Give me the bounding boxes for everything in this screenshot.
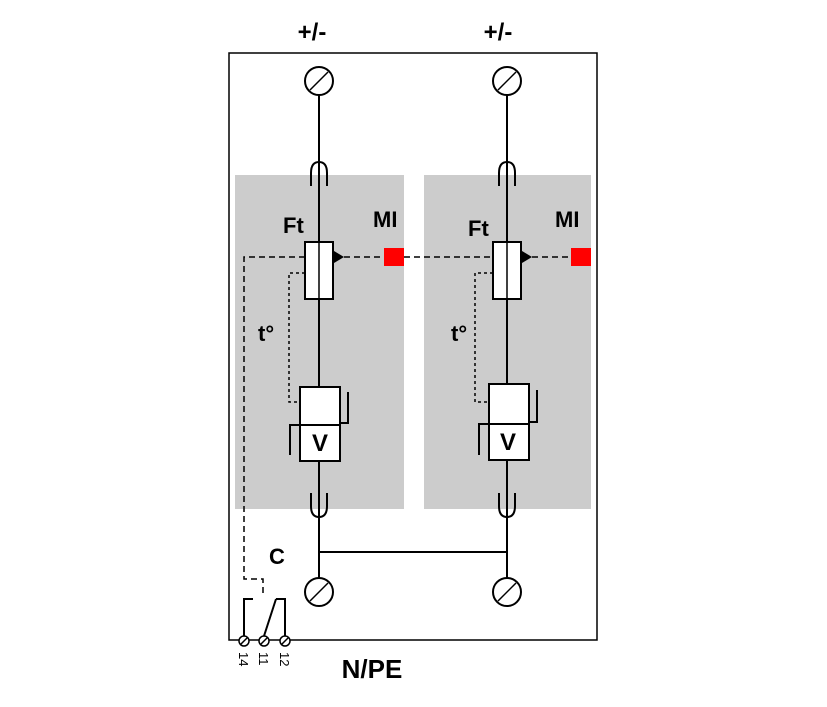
varistor-label-1: V [312, 430, 328, 457]
varistor-1-top [299, 386, 341, 426]
module-1-circuit: V Ft MI t° [258, 66, 404, 607]
fuse-label-1: Ft [283, 213, 304, 238]
top-terminal-label-1: +/- [298, 19, 327, 46]
indicator-label-2: MI [555, 207, 579, 232]
contact-label: C [269, 544, 285, 569]
plug-connector-top-2-icon [498, 160, 516, 186]
varistor-label-2: V [500, 429, 516, 456]
mechanical-indicator-2 [571, 248, 591, 266]
thermal-label-1: t° [258, 321, 274, 346]
fuse-arrow-2-icon [522, 251, 532, 263]
bottom-label: N/PE [342, 654, 403, 684]
contact-pin-label-11: 11 [256, 652, 271, 666]
contact-pin-label-14: 14 [236, 652, 251, 666]
thermal-label-2: t° [451, 321, 467, 346]
indicator-label-1: MI [373, 207, 397, 232]
remote-signal-line [243, 256, 305, 594]
remote-contact [238, 598, 291, 647]
contact-pin-label-12: 12 [277, 652, 292, 666]
fuse-arrow-1-icon [334, 251, 344, 263]
mechanical-indicator-1 [384, 248, 404, 266]
fuse-label-2: Ft [468, 216, 489, 241]
varistor-2 [488, 423, 530, 461]
varistor-2-top [488, 383, 530, 425]
module-2-circuit: V Ft MI t° [451, 66, 591, 607]
top-terminal-label-2: +/- [484, 19, 513, 46]
enclosure-outline [228, 52, 598, 641]
plug-connector-top-1-icon [310, 160, 328, 186]
